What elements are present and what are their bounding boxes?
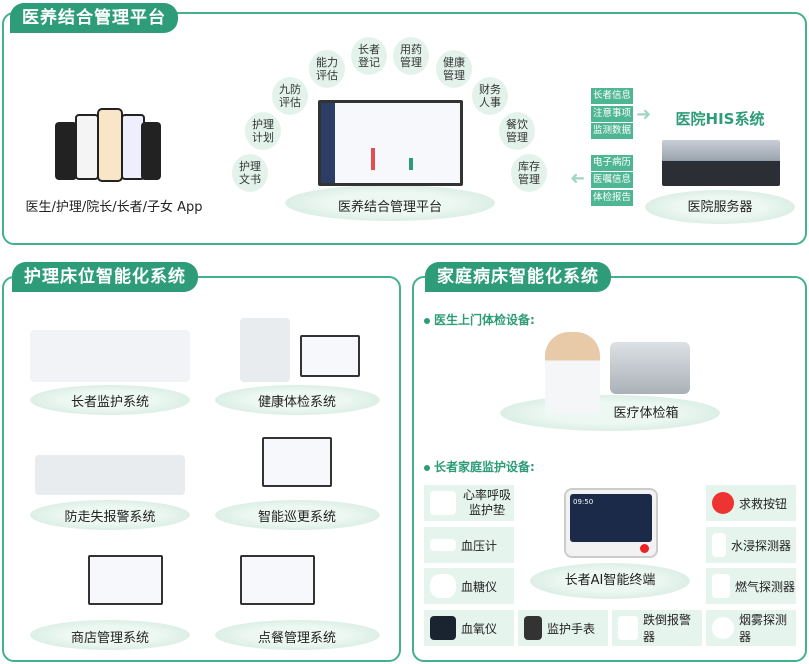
tag-orders: 医嘱信息 [591,172,633,188]
device-glucose[interactable]: 血糖仪 [424,568,514,604]
module-finance-hr: 财务人事 [472,77,508,115]
health-exam-image [300,335,360,377]
app-label: 医生/护理/院长/长者/子女 App [25,200,203,215]
doctor-section-text: 医生上门体检设备: [434,313,535,327]
tag-exam-report: 体检报告 [591,190,633,206]
arrow-left-icon: ➜ [570,168,586,189]
device-fall-alarm[interactable]: 跌倒报警器 [612,610,702,646]
nursing-title: 护理床位智能化系统 [12,262,198,292]
kit-base [500,395,720,431]
store-image [88,555,163,605]
water-detector-icon [712,533,726,557]
tag-monitor-data: 监测数据 [591,123,633,139]
system-base [30,385,190,415]
system-store[interactable]: 商店管理系统 [70,631,150,646]
system-base [30,500,190,530]
device-oximeter[interactable]: 血氧仪 [424,610,514,646]
device-label: 跌倒报警器 [643,613,692,644]
server-base [645,190,795,224]
platform-label: 医养结合管理平台 [337,200,443,215]
platform-monitor-image [318,100,463,186]
platform-title: 医养结合管理平台 [10,3,178,33]
glucose-meter-icon [430,574,456,598]
bp-meter-icon [430,539,456,551]
anti-wander-image [35,455,185,495]
doctor-section-heading: 医生上门体检设备: [424,311,535,328]
arrow-right-icon: ➜ [636,104,652,125]
his-title: 医院HIS系统 [675,110,765,128]
platform-base [285,185,495,221]
device-smoke-detector[interactable]: 烟雾探测器 [706,610,796,646]
module-nine-prevention: 九防评估 [272,77,308,115]
home-title: 家庭病床智能化系统 [425,262,611,292]
mobile-app-image [55,108,161,186]
elder-monitor-image [30,330,190,382]
module-health: 健康管理 [436,50,472,88]
device-breathing-pad[interactable]: 心率呼吸监护垫 [424,485,514,521]
pad-icon [430,491,456,515]
device-sos-button[interactable]: 求救按钮 [706,485,796,521]
device-label: 血压计 [461,538,498,553]
patrol-image [262,437,332,487]
exam-kiosk-image [240,318,290,382]
system-base [215,500,380,530]
system-health-exam[interactable]: 健康体检系统 [257,395,337,410]
module-ability: 能力评估 [309,50,345,88]
device-label: 心率呼吸监护垫 [462,488,511,517]
terminal-time: 09:50 [573,498,594,506]
terminal-label: 长者AI智能终端 [564,573,656,588]
system-base [215,385,380,415]
oximeter-icon [430,616,456,640]
ordering-image [240,555,315,605]
medical-kit-image [610,342,690,394]
module-inventory: 库存管理 [511,154,547,192]
fall-alarm-icon [618,616,638,640]
system-base [30,620,190,650]
tag-elder-info: 长者信息 [591,88,633,104]
tag-notes: 注意事项 [591,106,633,122]
device-label: 监护手表 [547,621,596,636]
system-anti-wander[interactable]: 防走失报警系统 [64,510,156,525]
device-label: 烟雾探测器 [739,613,788,644]
system-patrol[interactable]: 智能巡更系统 [257,510,337,525]
device-gas-detector[interactable]: 燃气探测器 [706,568,796,604]
device-watch[interactable]: 监护手表 [518,610,608,646]
gas-detector-icon [712,574,730,598]
module-nursing-docs: 护理文书 [232,154,268,192]
module-nursing-plan: 护理计划 [245,112,281,150]
watch-icon [524,616,542,640]
system-elder-monitor[interactable]: 长者监护系统 [70,395,150,410]
smoke-detector-icon [712,617,734,639]
server-image [662,140,780,186]
terminal-base [530,563,690,599]
module-registration: 长者登记 [351,37,387,75]
device-label: 水浸探测器 [731,538,792,553]
server-label: 医院服务器 [687,200,753,215]
system-base [215,620,380,650]
medical-kit-label: 医疗体检箱 [613,406,679,421]
doctor-image [545,332,600,414]
module-catering: 餐饮管理 [499,112,535,150]
device-label: 血糖仪 [461,579,498,594]
system-ordering[interactable]: 点餐管理系统 [257,631,337,646]
device-label: 求救按钮 [739,496,788,511]
monitor-section-text: 长者家庭监护设备: [434,460,535,474]
ai-terminal-image: 09:50 [564,488,658,558]
tag-emr: 电子病历 [591,155,633,171]
monitor-section-heading: 长者家庭监护设备: [424,458,535,475]
device-water-detector[interactable]: 水浸探测器 [706,527,796,563]
device-label: 血氧仪 [461,621,498,636]
device-blood-pressure[interactable]: 血压计 [424,527,514,563]
module-medication: 用药管理 [393,37,429,75]
sos-button-icon [712,492,734,514]
device-label: 燃气探测器 [735,579,796,594]
